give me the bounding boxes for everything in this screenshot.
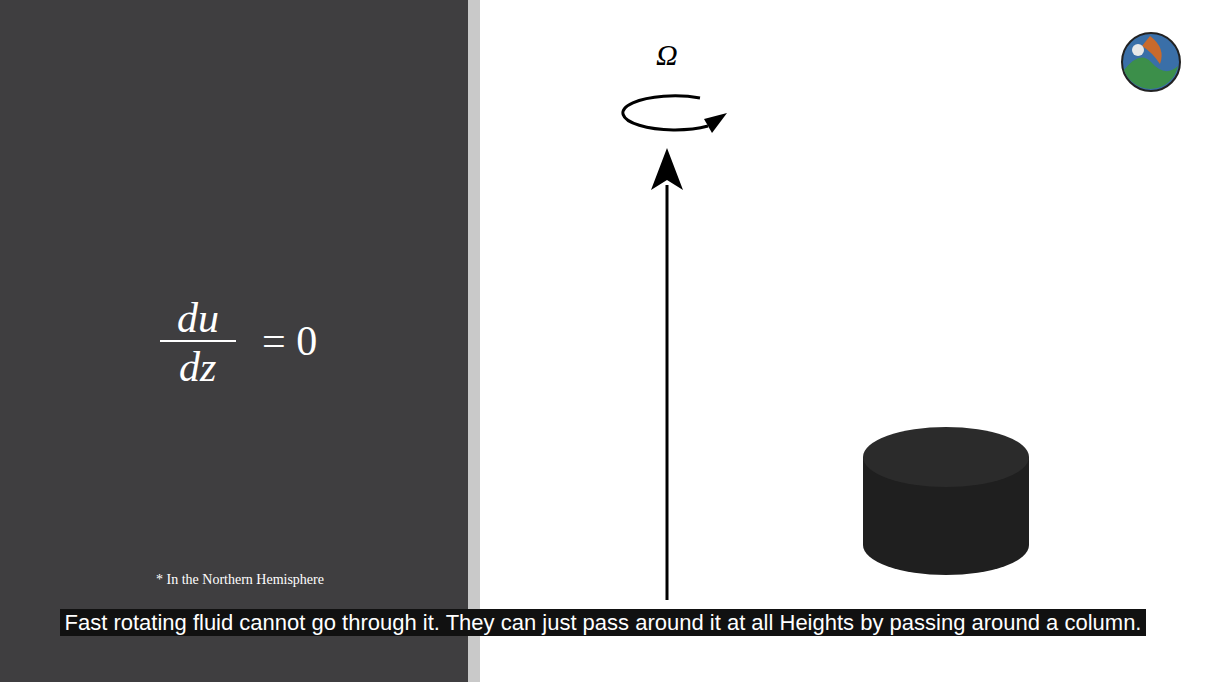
equation-rhs: = 0 [262,317,317,365]
omega-symbol: Ω [656,38,678,72]
dark-panel [0,0,468,682]
logo [1122,33,1180,91]
rotation-arc [623,96,708,130]
numerator: du [177,294,219,342]
rotation-axis [666,185,669,600]
divider [468,0,480,682]
footnote: * In the Northern Hemisphere [156,572,324,588]
subtitle-bar: Fast rotating fluid cannot go through it… [20,607,1186,640]
denominator: dz [179,343,216,391]
cylinder [863,427,1029,575]
axis-arrowhead [651,148,683,190]
rotation-arrowhead [704,113,727,133]
subtitle: Fast rotating fluid cannot go through it… [60,609,1145,636]
